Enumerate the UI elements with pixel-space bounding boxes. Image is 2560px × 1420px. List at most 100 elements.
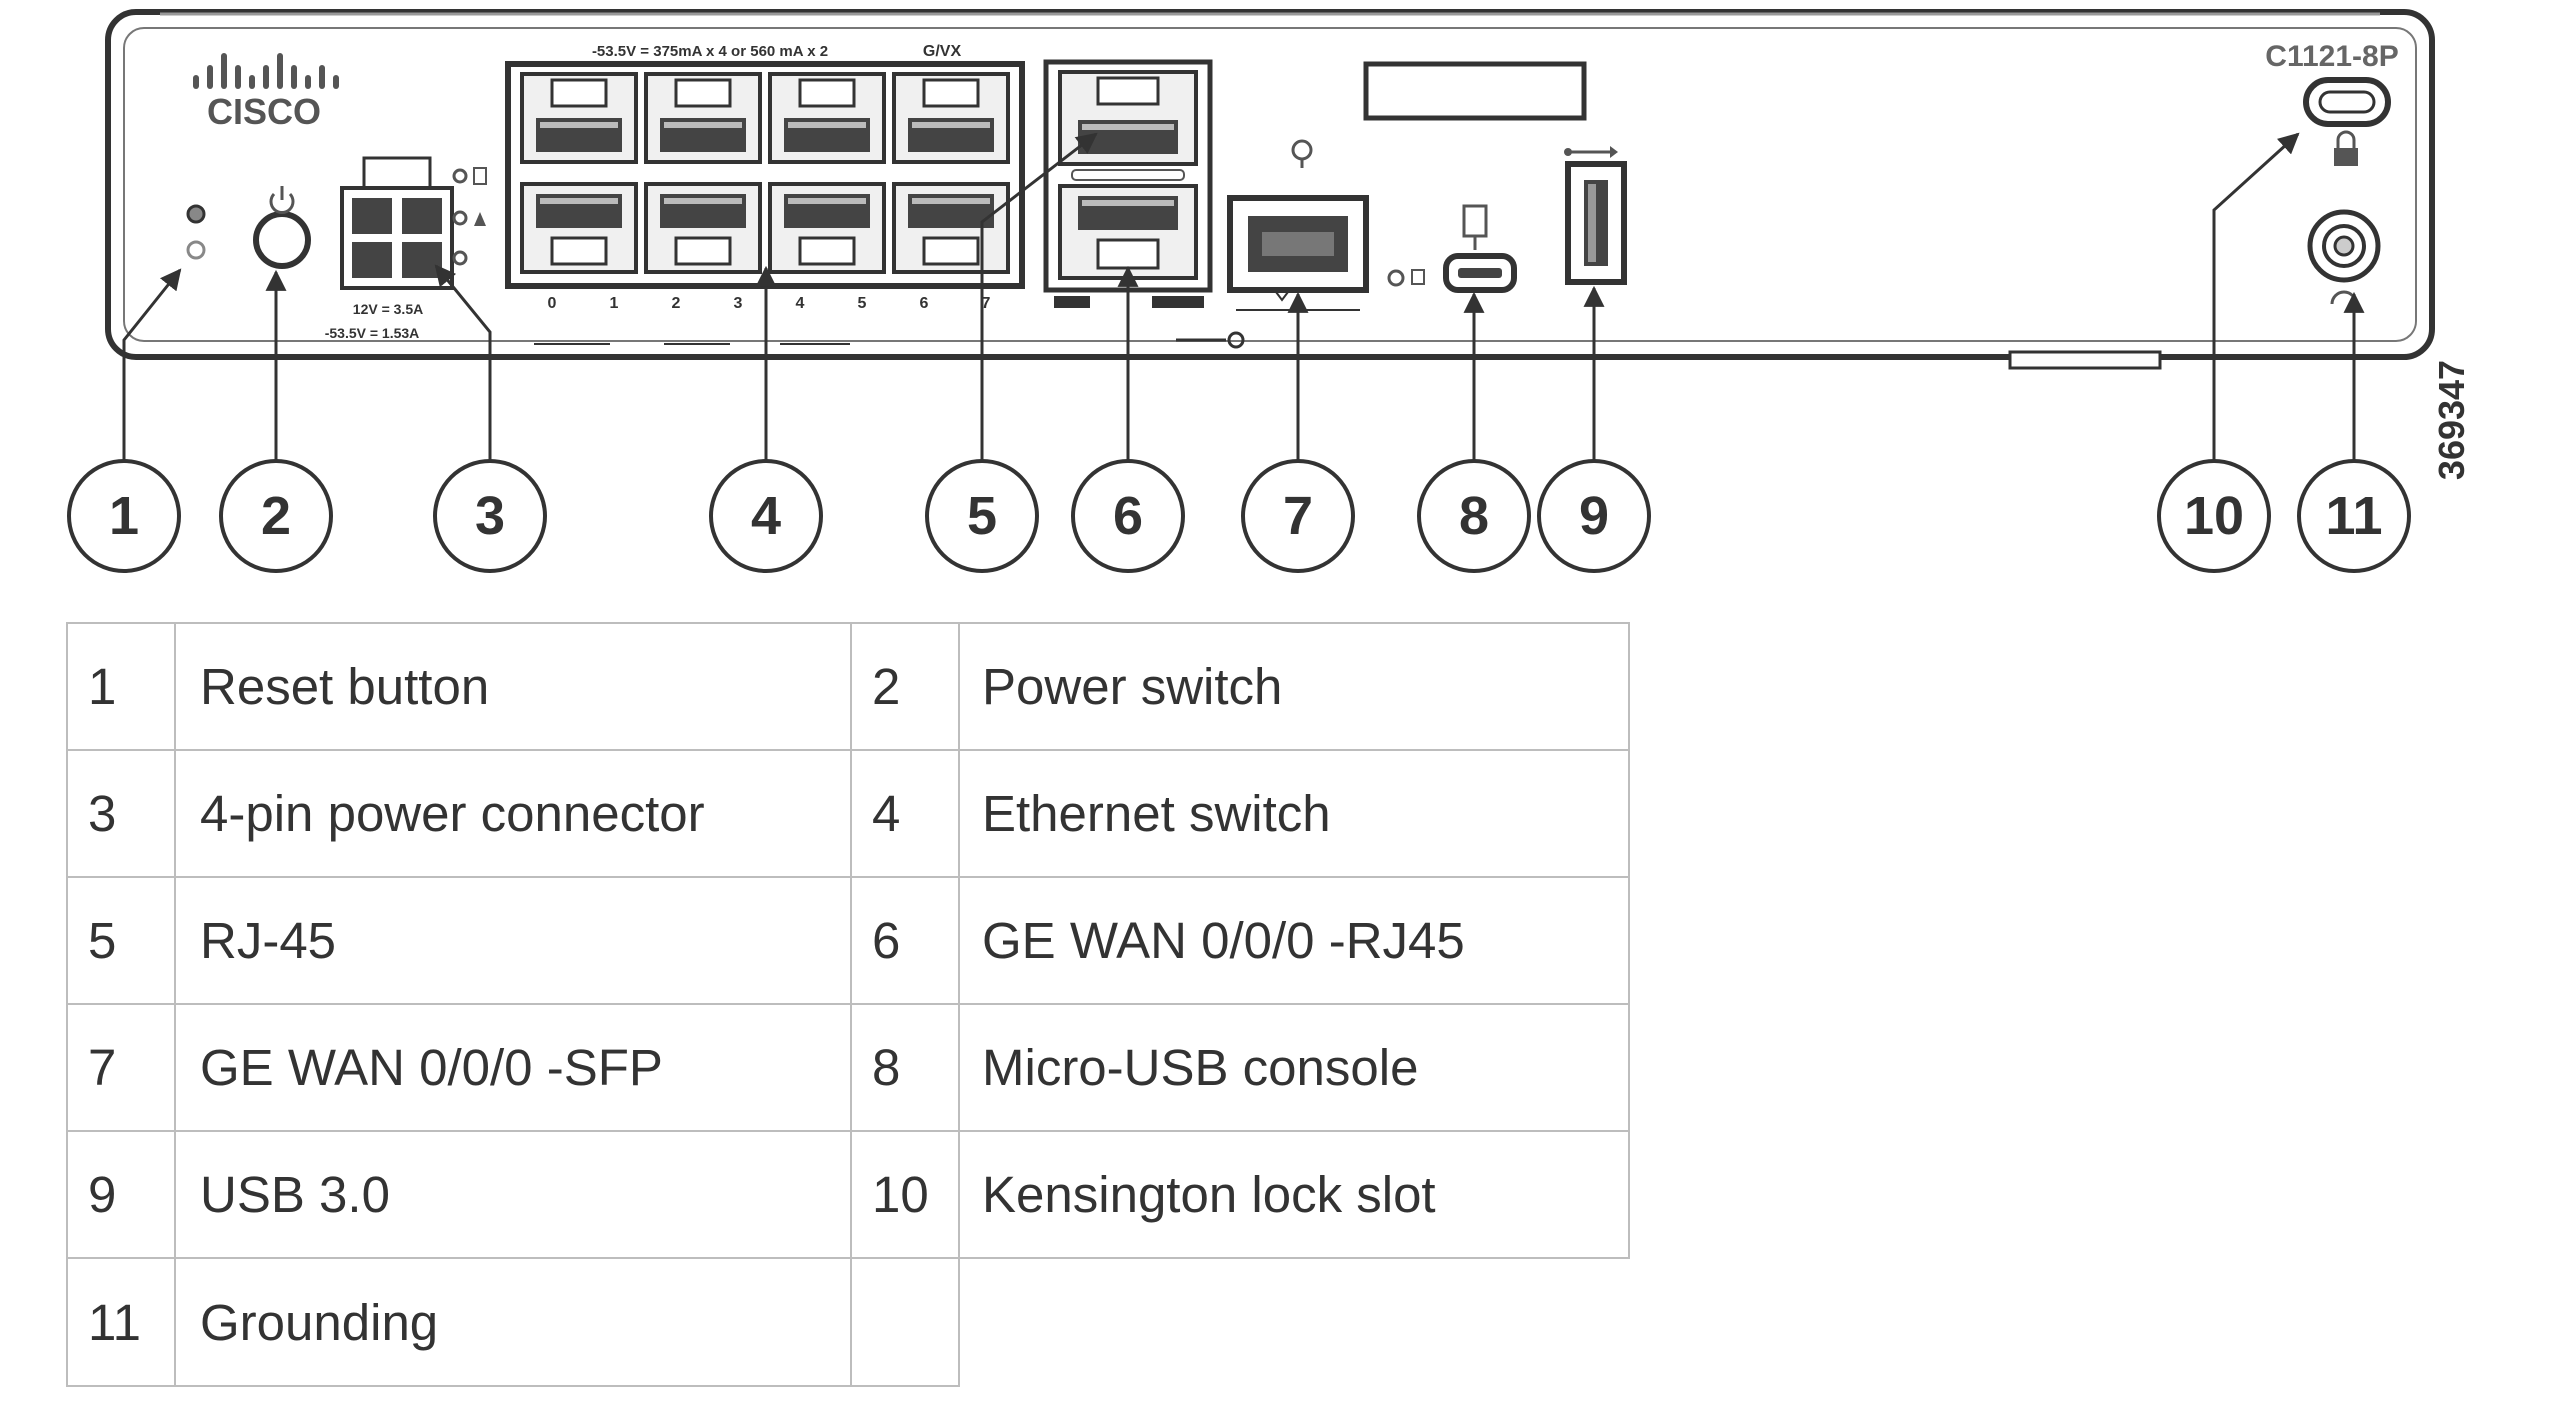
router-chassis: [105, 9, 2435, 370]
kensington-lock-slot: [2303, 77, 2391, 166]
table-row: 5 RJ-45 6 GE WAN 0/0/0 -RJ45: [66, 876, 1630, 1005]
callout-arrow-10: [2212, 132, 2300, 470]
power-rating-1: 12V = 3.5A: [353, 301, 423, 317]
callout-arrow-5: [980, 132, 1098, 470]
table-row: 7 GE WAN 0/0/0 -SFP 8 Micro-USB console: [66, 1003, 1630, 1132]
port-number-label: 6: [920, 295, 929, 312]
callout-7: 7: [1241, 459, 1355, 573]
cisco-logo: CISCO: [193, 53, 339, 132]
legend-label: Kensington lock slot: [958, 1130, 1630, 1259]
ethernet-port: [520, 72, 638, 164]
usb-icon: [1564, 146, 1618, 158]
ethernet-port: [892, 72, 1010, 164]
reset-button: [186, 204, 206, 260]
port-number-label: 2: [672, 295, 681, 312]
legend-number: 9: [66, 1130, 176, 1259]
model-label: C1121-8P: [2265, 40, 2398, 73]
legend-number: 11: [66, 1257, 176, 1387]
legend-number: 4: [850, 749, 960, 878]
four-pin-power-connector: 12V = 3.5A -53.5V = 1.53A: [325, 156, 454, 341]
table-row: 11 Grounding: [66, 1257, 1629, 1387]
ethernet-port-array: [520, 72, 1010, 274]
label-slot: [1363, 61, 1587, 121]
usb-console-icon: [1462, 204, 1488, 250]
port-number-label: 3: [734, 295, 743, 312]
callout-7-label: 7: [1283, 486, 1313, 546]
ethernet-port: [768, 182, 886, 274]
callout-2: 2: [219, 459, 333, 573]
callout-2-label: 2: [261, 486, 291, 546]
legend-number: 1: [66, 622, 176, 751]
callout-1: 1: [67, 459, 181, 573]
legend-label: Reset button: [174, 622, 852, 751]
usb3-port: [1564, 146, 1627, 285]
power-icon: [269, 186, 295, 214]
legend-label: RJ-45: [174, 876, 852, 1005]
table-row: 3 4-pin power connector 4 Ethernet switc…: [66, 749, 1630, 878]
callout-3-label: 3: [475, 486, 505, 546]
callout-10-label: 10: [2184, 486, 2244, 546]
ge-wan-rj45-port: [1058, 184, 1198, 280]
ethernet-switch: -53.5V = 375mA x 4 or 560 mA x 2 G/VX 0 1…: [505, 43, 1025, 345]
legend-table: 1 Reset button 2 Power switch 3 4-pin po…: [66, 622, 1630, 1387]
legend-label: GE WAN 0/0/0 -SFP: [174, 1003, 852, 1132]
ethernet-port: [520, 182, 638, 274]
legend-number: 10: [850, 1130, 960, 1259]
legend-empty-cell: [959, 1258, 1629, 1386]
sfp-icon: [1291, 139, 1313, 168]
callout-arrow-3: [434, 264, 492, 470]
callout-3: 3: [433, 459, 547, 573]
port-number-label: 4: [796, 295, 805, 312]
port-number-label: 0: [548, 295, 557, 312]
legend-label: Power switch: [958, 622, 1630, 751]
ethernet-port: [892, 182, 1010, 274]
callout-4-label: 4: [751, 486, 781, 546]
status-led-group: [452, 167, 487, 266]
callout-arrow-1: [122, 268, 182, 470]
rj45-port-stack: [1043, 59, 1245, 349]
legend-number: 2: [850, 622, 960, 751]
poe-rating-label: -53.5V = 375mA x 4 or 560 mA x 2: [592, 43, 828, 60]
table-row: 1 Reset button 2 Power switch: [66, 622, 1630, 751]
figure-id: 369347: [2431, 359, 2472, 481]
legend-number: 6: [850, 876, 960, 1005]
router-front-panel-diagram: CISCO C1121-8P 12V = 3.5A -53.5V = 1.53A: [67, 9, 2435, 573]
callout-9-label: 9: [1579, 486, 1609, 546]
power-switch: [253, 186, 311, 269]
micro-usb-console-port: [1387, 204, 1517, 293]
port-group-label: G/VX: [923, 43, 962, 60]
callout-6-label: 6: [1113, 486, 1143, 546]
legend-label: GE WAN 0/0/0 -RJ45: [958, 876, 1630, 1005]
callout-10: 10: [2157, 459, 2271, 573]
callout-4: 4: [709, 459, 823, 573]
legend-label: USB 3.0: [174, 1130, 852, 1259]
ethernet-port: [644, 72, 762, 164]
port-status-icons: [1054, 296, 1245, 349]
ge-wan-sfp-port: [1227, 139, 1369, 311]
callout-5-label: 5: [967, 486, 997, 546]
legend-number: 5: [66, 876, 176, 1005]
callout-11: 11: [2297, 459, 2411, 573]
ethernet-port: [644, 182, 762, 274]
legend-empty-cell: [850, 1257, 960, 1387]
port-number-label: 1: [610, 295, 619, 312]
callout-9: 9: [1537, 459, 1651, 573]
power-rating-2: -53.5V = 1.53A: [325, 325, 420, 341]
legend-label: 4-pin power connector: [174, 749, 852, 878]
port-number-label: 5: [858, 295, 867, 312]
legend-label: Ethernet switch: [958, 749, 1630, 878]
callout-6: 6: [1071, 459, 1185, 573]
callout-5: 5: [925, 459, 1039, 573]
legend-label: Grounding: [174, 1257, 852, 1387]
callout-11-label: 11: [2325, 486, 2382, 546]
brand-text: CISCO: [207, 91, 321, 132]
legend-number: 7: [66, 1003, 176, 1132]
rj45-console-port: [1058, 70, 1198, 166]
legend-number: 3: [66, 749, 176, 878]
callout-1-label: 1: [109, 486, 139, 546]
lock-icon: [2334, 130, 2358, 166]
callout-8: 8: [1417, 459, 1531, 573]
table-row: 9 USB 3.0 10 Kensington lock slot: [66, 1130, 1630, 1259]
legend-label: Micro-USB console: [958, 1003, 1630, 1132]
